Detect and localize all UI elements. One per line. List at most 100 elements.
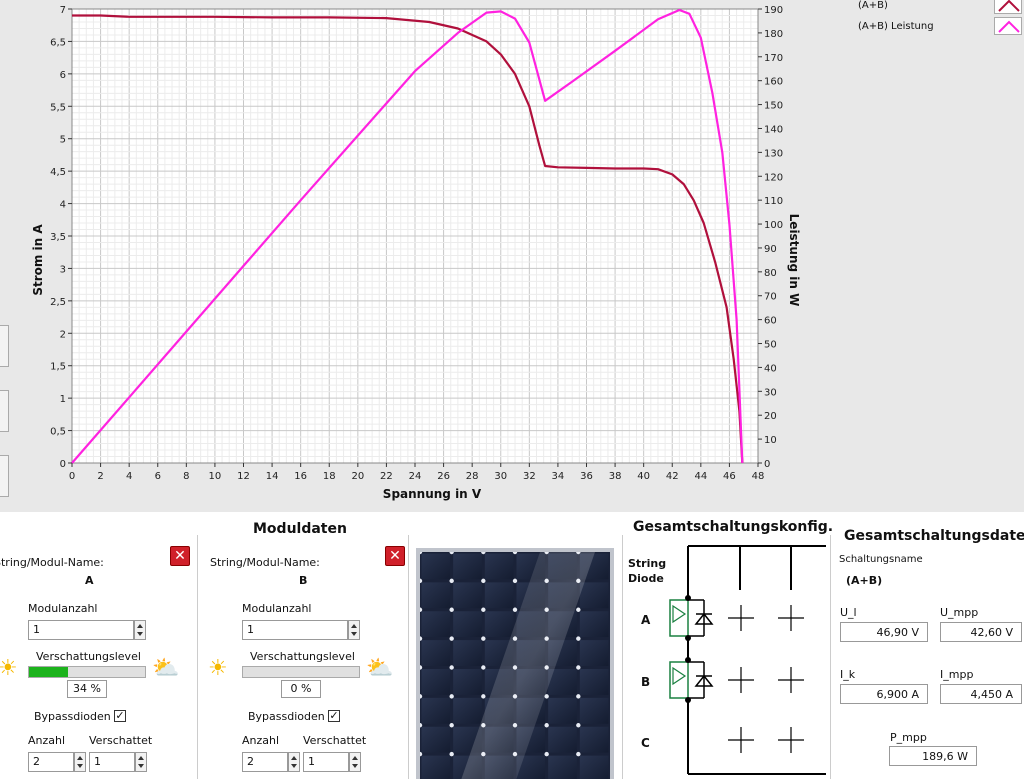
totals-ik-label: I_k: [840, 668, 856, 681]
module-b-count-stepper[interactable]: [348, 620, 360, 640]
solar-cell-corner: [481, 607, 486, 612]
y-left-tick-label: 6,5: [50, 37, 66, 48]
module-b-anzahl-input[interactable]: 2: [242, 752, 288, 772]
divider-3: [622, 535, 623, 779]
x-tick-label: 36: [580, 471, 593, 482]
y-right-tick-label: 0: [764, 459, 770, 470]
solar-cell: [548, 755, 577, 779]
solar-panel-image: [416, 548, 614, 779]
solar-cell: [453, 669, 482, 695]
module-b-count-label: Modulanzahl: [242, 602, 312, 615]
x-tick-label: 24: [409, 471, 422, 482]
chart-grid: [71, 8, 759, 464]
moduldaten-title: Moduldaten: [253, 521, 347, 537]
module-a-verschattet-label: Verschattet: [89, 734, 153, 747]
slot-b2-plus-icon[interactable]: [728, 667, 754, 693]
module-a-shade-slider[interactable]: [28, 666, 146, 678]
x-tick-label: 12: [237, 471, 250, 482]
solar-cell-corner: [449, 751, 454, 757]
solar-cell-corner: [449, 607, 454, 612]
module-a-shade-value: 34 %: [67, 680, 107, 698]
side-button-3[interactable]: [0, 455, 9, 497]
module-b-anzahl-stepper[interactable]: [288, 752, 300, 772]
module-b-bypass-label: Bypassdioden: [248, 710, 325, 723]
solar-cell-corner: [576, 665, 581, 670]
x-tick-label: 14: [266, 471, 279, 482]
x-tick-label: 6: [155, 471, 161, 482]
module-b-delete-button[interactable]: ✕: [385, 546, 405, 566]
solar-cell-corner: [481, 578, 486, 584]
module-a-anzahl-stepper[interactable]: [74, 752, 86, 772]
module-b-shade-value: 0 %: [281, 680, 321, 698]
solar-cell: [421, 755, 451, 779]
side-button-1[interactable]: [0, 325, 9, 367]
slot-a2-plus-icon[interactable]: [728, 605, 754, 631]
solar-cell-corner: [449, 694, 454, 699]
totals-umpp-value: 42,60 V: [940, 622, 1022, 642]
y-right-tick-label: 180: [764, 29, 783, 40]
y-right-tick-label: 170: [764, 53, 783, 64]
x-tick-label: 8: [183, 471, 189, 482]
series-current-line: [72, 14, 744, 464]
module-b-verschattet-input[interactable]: 1: [303, 752, 349, 772]
y-left-tick-label: 6: [60, 70, 66, 81]
module-b-name-label: String/Modul-Name:: [210, 556, 320, 569]
slot-c3-plus-icon[interactable]: [778, 727, 804, 753]
module-a-count-stepper[interactable]: [134, 620, 146, 640]
totals-name-label: Schaltungsname: [839, 554, 923, 565]
y-left-tick-label: 0: [60, 459, 66, 470]
module-b-count-input[interactable]: 1: [242, 620, 348, 640]
y-axis-left-label: Strom in A: [31, 224, 45, 296]
solar-cell: [453, 582, 482, 609]
config-row-a-label: A: [641, 613, 651, 627]
x-tick-label: 28: [466, 471, 479, 482]
module-b-anzahl-label: Anzahl: [242, 734, 280, 747]
y-left-tick-label: 2,5: [50, 297, 66, 308]
module-a-delete-button[interactable]: ✕: [170, 546, 190, 566]
solar-cell-corner: [544, 694, 549, 699]
divider-4: [830, 535, 831, 779]
solar-cell: [579, 582, 609, 609]
legend-swatch-current[interactable]: [994, 0, 1022, 14]
module-a-verschattet-stepper[interactable]: [135, 752, 147, 772]
config-row-b-label: B: [641, 675, 651, 689]
solar-cell-corner: [481, 636, 486, 641]
slot-a3-plus-icon[interactable]: [778, 605, 804, 631]
config-title: Gesamtschaltungskonfig.: [633, 519, 834, 535]
module-b-verschattet-stepper[interactable]: [349, 752, 361, 772]
solar-cell: [453, 553, 482, 580]
y-right-tick-label: 50: [764, 340, 777, 351]
x-tick-label: 4: [126, 471, 132, 482]
module-a-anzahl-input[interactable]: 2: [28, 752, 74, 772]
string-b-module-icon[interactable]: [669, 657, 714, 703]
module-b-shade-label: Verschattungslevel: [250, 650, 355, 663]
module-a-verschattet-input[interactable]: 1: [89, 752, 135, 772]
divider-2: [408, 535, 409, 779]
solar-cell: [421, 669, 451, 695]
y-left-tick-label: 5: [60, 135, 66, 146]
string-a-module-icon[interactable]: [669, 595, 714, 641]
module-a-count-input[interactable]: 1: [28, 620, 134, 640]
sun-cloud-icon: ⛅: [152, 656, 180, 681]
legend-swatch-power[interactable]: [994, 17, 1022, 35]
y-right-tick-label: 190: [764, 5, 783, 16]
module-a-name-label: String/Modul-Name:: [0, 556, 104, 569]
y-right-tick-label: 40: [764, 363, 777, 374]
x-tick-label: 38: [609, 471, 622, 482]
module-b-shade-slider[interactable]: [242, 666, 360, 678]
slot-b3-plus-icon[interactable]: [778, 667, 804, 693]
x-tick-label: 2: [97, 471, 103, 482]
solar-cell: [579, 726, 609, 753]
series-power-line: [71, 8, 744, 464]
module-b-bypass-checkbox[interactable]: ✓: [328, 709, 340, 722]
side-button-2[interactable]: [0, 390, 9, 432]
y-left-tick-label: 1: [60, 394, 66, 405]
solar-cell: [484, 553, 514, 580]
module-a-bypass-checkbox[interactable]: ✓: [114, 709, 126, 722]
solar-cell: [421, 611, 451, 638]
y-right-tick-label: 120: [764, 172, 783, 183]
slot-c2-plus-icon[interactable]: [728, 727, 754, 753]
config-diode-label: Diode: [628, 572, 664, 585]
